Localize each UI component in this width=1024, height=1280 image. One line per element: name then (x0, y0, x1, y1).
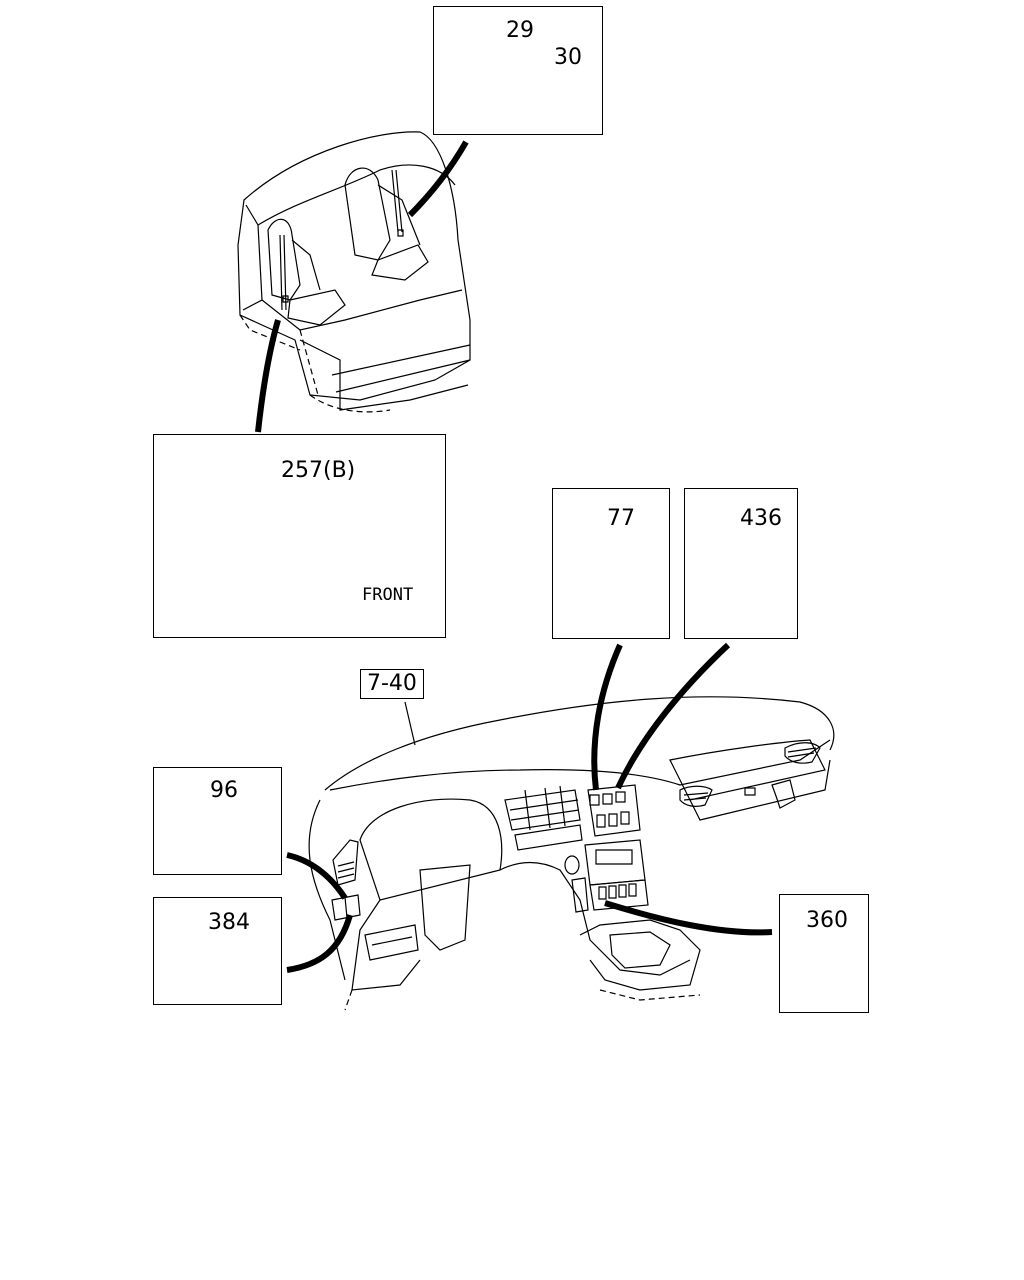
callout-436 (684, 488, 798, 639)
part-number-30: 30 (554, 45, 582, 70)
front-label: FRONT (362, 585, 414, 605)
callout-77 (552, 488, 670, 639)
leader-96 (287, 855, 345, 898)
part-number-257b: 257(B) (281, 458, 356, 483)
callout-96 (153, 767, 282, 875)
leader-7-40 (405, 702, 415, 745)
leader-384 (287, 915, 350, 970)
leader-360 (605, 903, 772, 932)
dashboard-illustration (309, 697, 834, 1010)
part-number-360: 360 (806, 908, 848, 933)
part-number-384: 384 (208, 910, 250, 935)
part-number-436: 436 (740, 506, 782, 531)
reference-7-40: 7-40 (360, 669, 424, 699)
callout-384 (153, 897, 282, 1005)
part-number-29: 29 (506, 18, 534, 43)
callout-257b (153, 434, 446, 638)
leader-top (410, 142, 466, 215)
part-number-77: 77 (607, 506, 635, 531)
leader-257 (258, 320, 278, 432)
callout-29-30 (433, 6, 603, 135)
leader-436 (618, 645, 728, 788)
leader-77 (594, 645, 620, 790)
callout-360 (779, 894, 869, 1013)
truck-cab-illustration (238, 132, 470, 412)
part-number-96: 96 (210, 778, 238, 803)
